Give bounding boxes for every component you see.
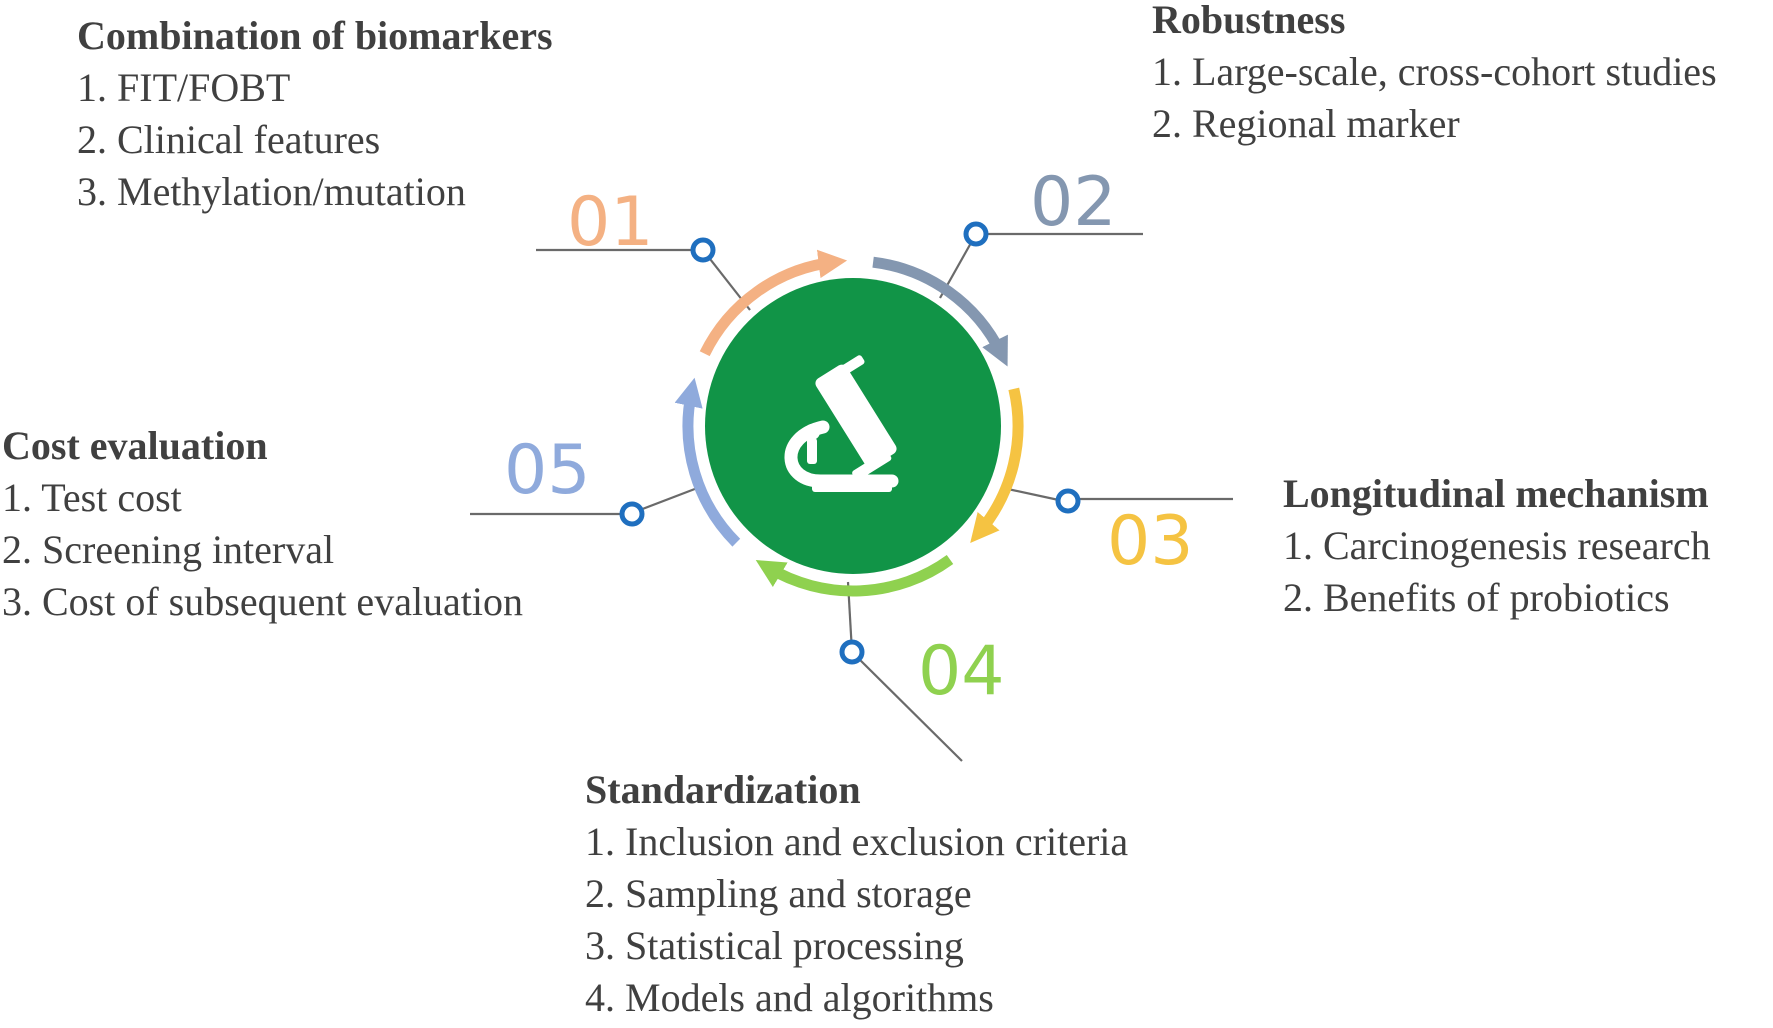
connector-05-diagonal [631,485,701,515]
step-block-03: Longitudinal mechanism 1. Carcinogenesis… [1283,468,1711,624]
ring-arrow-04 [755,555,954,597]
step-03-item: 2. Benefits of probiotics [1283,575,1670,620]
step-number-04: 04 [918,632,1005,711]
step-04-item: 2. Sampling and storage [585,871,972,916]
step-05-item: 3. Cost of subsequent evaluation [2,579,524,624]
step-block-04: Standardization 1. Inclusion and exclusi… [585,764,1128,1024]
step-02-item: 2. Regional marker [1152,101,1460,146]
step-title-01: Combination of biomarkers [77,13,553,58]
ring-arrow-01 [699,249,848,357]
ring-arrow-02 [872,256,1008,367]
step-01-item: 3. Methylation/mutation [77,169,466,214]
step-title-04: Standardization [585,767,861,812]
microscope-icon [784,355,899,492]
connector-dots [619,221,1081,665]
step-number-03: 03 [1107,502,1194,581]
step-number-02: 02 [1030,163,1117,242]
step-03-item: 1. Carcinogenesis research [1283,523,1711,568]
connector-dot-05 [619,501,645,527]
step-number-01: 01 [567,183,654,262]
connector-dot-03 [1055,488,1081,514]
step-02-item: 1. Large-scale, cross-cohort studies [1152,49,1717,94]
step-04-item: 3. Statistical processing [585,923,964,968]
step-number-05: 05 [504,431,591,510]
connector-dot-04 [839,639,865,665]
step-05-item: 2. Screening interval [2,527,335,572]
step-title-02: Robustness [1152,0,1346,42]
connector-dot-02 [963,221,989,247]
step-title-03: Longitudinal mechanism [1283,471,1709,516]
step-05-item: 1. Test cost [2,475,182,520]
ring-arrows [674,249,1024,597]
ring-arrow-05 [674,377,741,547]
step-block-01: Combination of biomarkers 1. FIT/FOBT 2.… [77,10,553,218]
step-01-item: 1. FIT/FOBT [77,65,291,110]
step-04-item: 1. Inclusion and exclusion criteria [585,819,1129,864]
step-block-02: Robustness 1. Large-scale, cross-cohort … [1152,0,1717,150]
connector-dot-01 [690,237,716,263]
step-title-05: Cost evaluation [2,423,268,468]
ring-arrow-03 [970,387,1024,544]
step-04-item: 4. Models and algorithms [585,975,994,1020]
connector-04-diagonal [851,651,963,762]
step-block-05: Cost evaluation 1. Test cost 2. Screenin… [2,420,523,628]
step-01-item: 2. Clinical features [77,117,381,162]
